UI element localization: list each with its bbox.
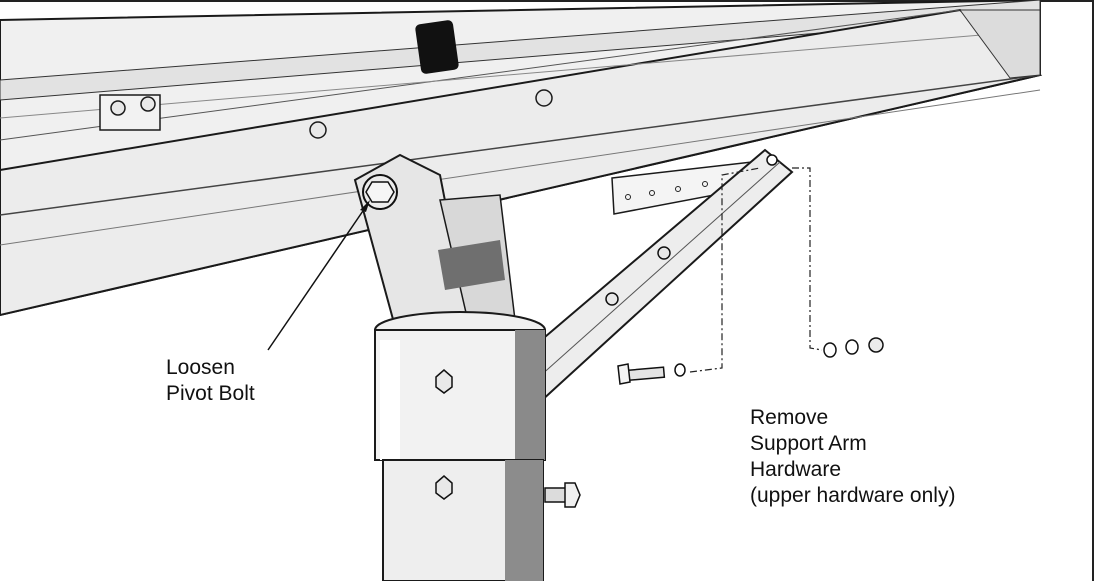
pivot-callout: Loosen Pivot Bolt: [166, 355, 255, 407]
support-arm-callout-line-4: (upper hardware only): [750, 484, 956, 507]
pivot-callout-line-2: Pivot Bolt: [166, 382, 255, 405]
support-arm-callout-line-2: Support Arm: [750, 432, 867, 455]
support-arm-callout-line-3: Hardware: [750, 458, 842, 481]
support-arm-hardware: [617, 167, 884, 385]
end-cap: [415, 20, 459, 74]
solar-panel: [0, 0, 1043, 317]
pivot-callout-line-1: Loosen: [166, 356, 235, 379]
mounting-post: [374, 311, 581, 581]
rail-bolts: [99, 89, 553, 139]
support-arm-callout: Remove Support Arm Hardware (upper hardw…: [750, 405, 955, 509]
support-arm-callout-line-1: Remove: [750, 406, 829, 429]
pivot-bracket: [353, 153, 516, 347]
pivot-leader-line: [267, 200, 370, 351]
